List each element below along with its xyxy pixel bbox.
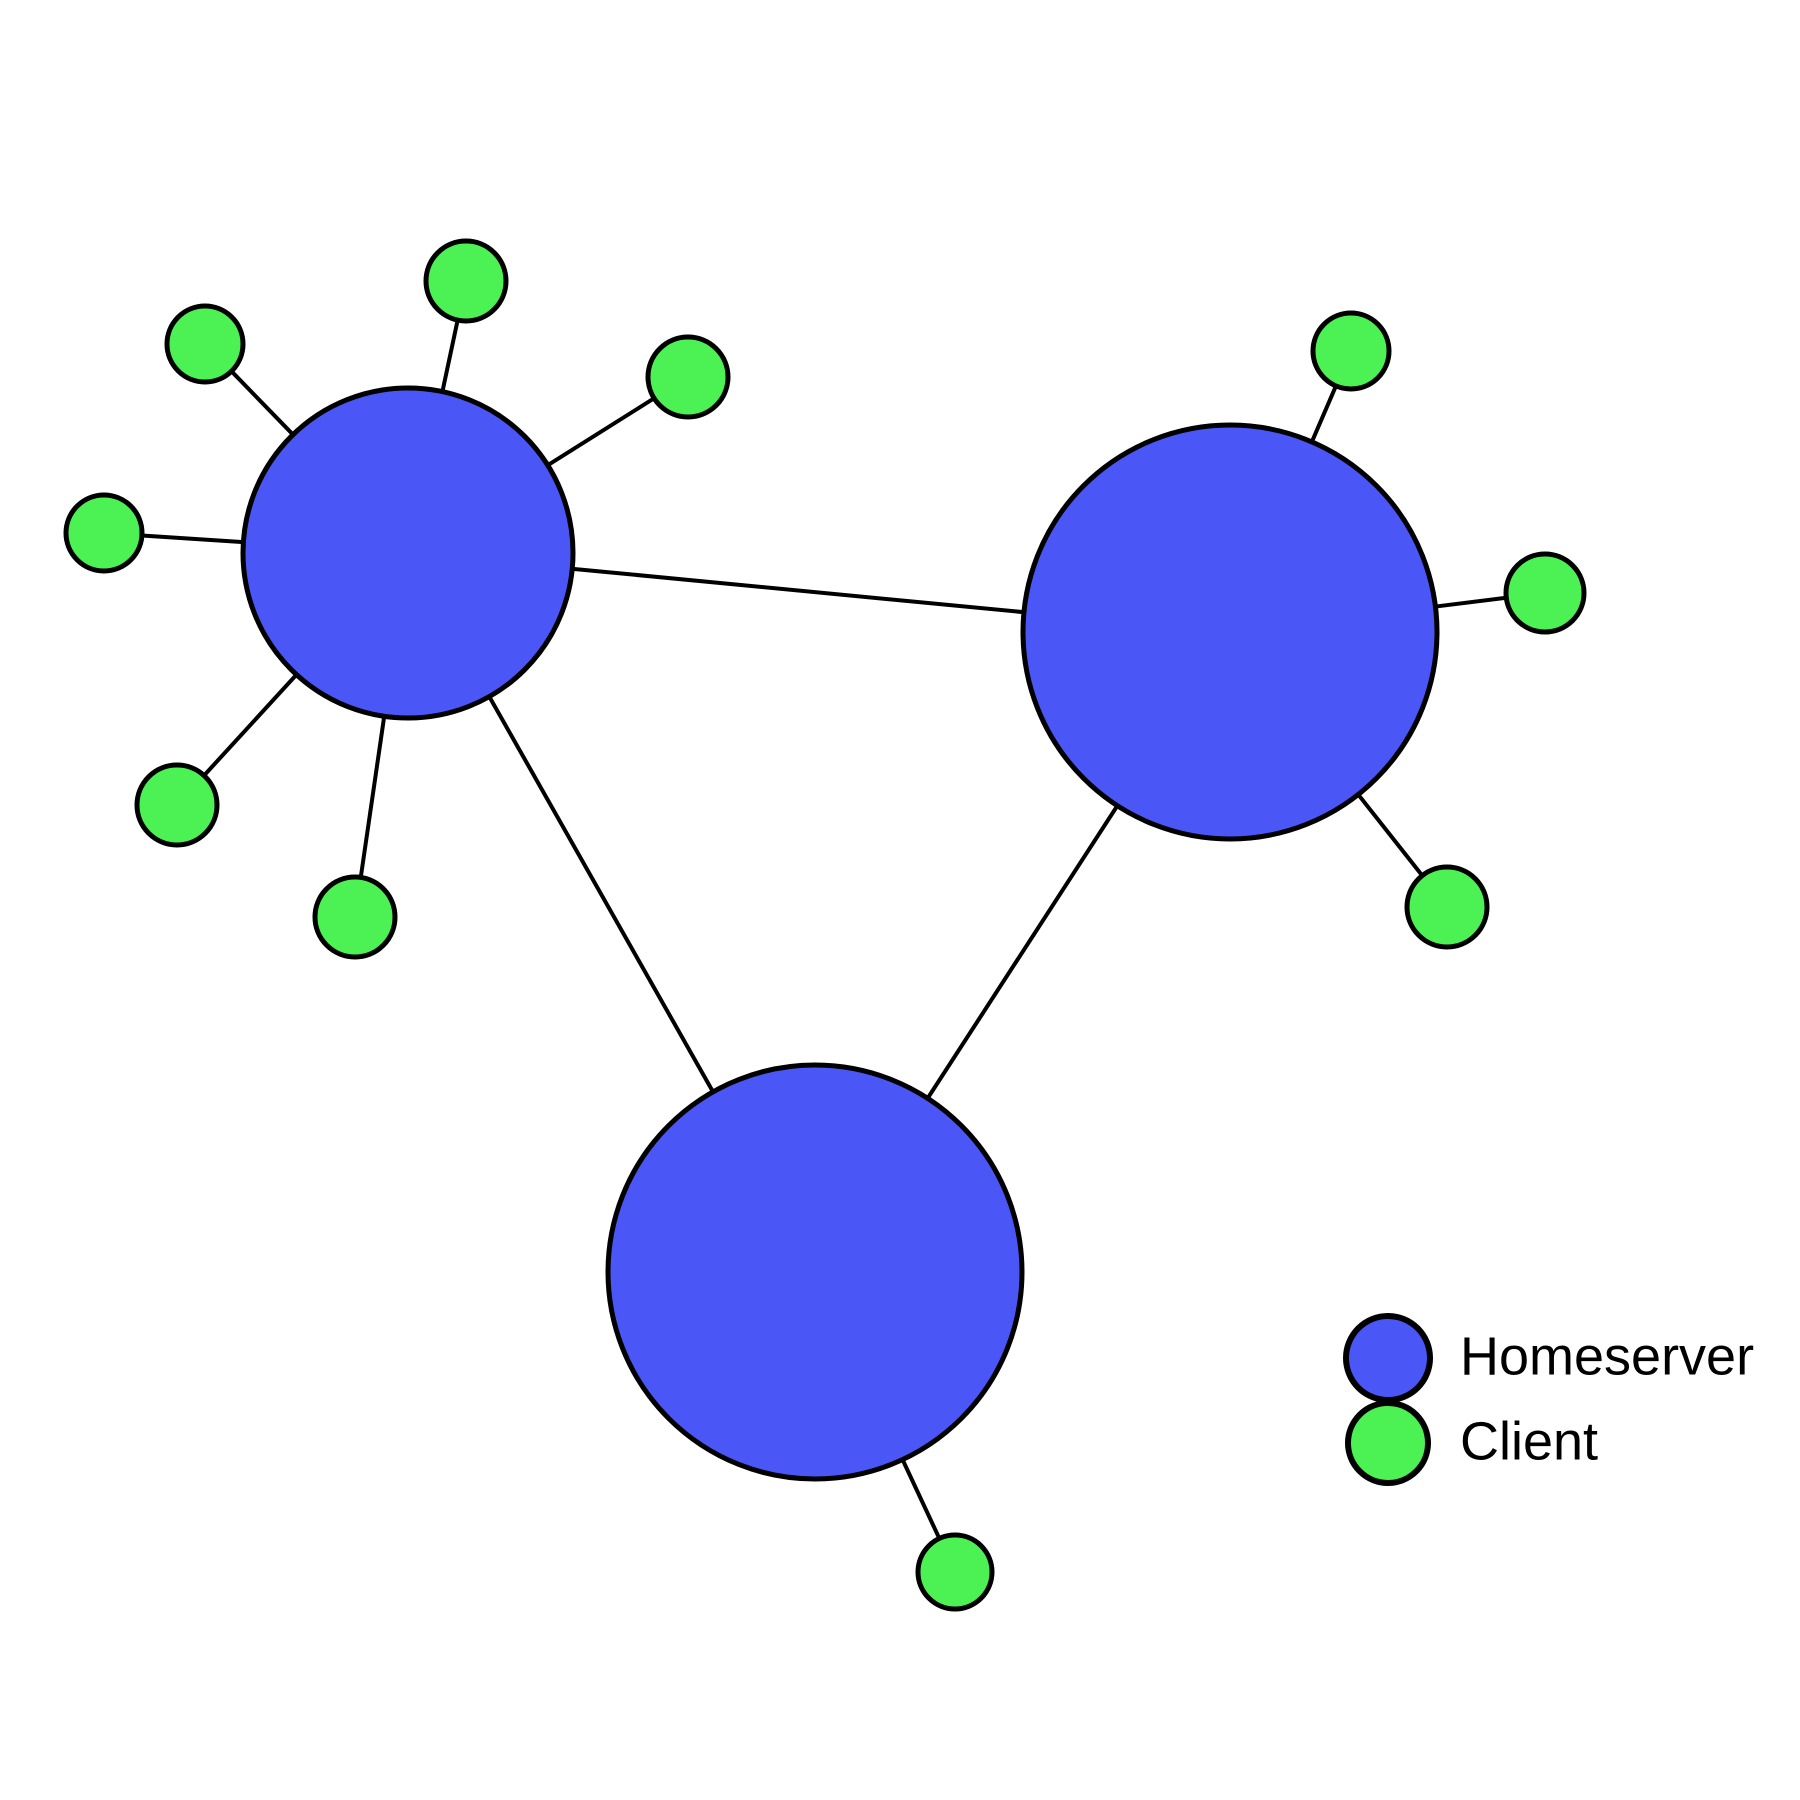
- edge-hs1-c5: [201, 671, 300, 779]
- legend-swatch-client-icon: [1345, 1400, 1431, 1486]
- client-node-c4[interactable]: [63, 492, 145, 574]
- edge-hs1-c6: [358, 714, 387, 880]
- legend-label-client: Client: [1460, 1411, 1598, 1471]
- edge-hs1-hs2: [570, 566, 1027, 615]
- edge-hs1-hs3: [486, 693, 716, 1095]
- edge-hs1-c3: [544, 395, 657, 468]
- client-node-c3[interactable]: [645, 334, 731, 420]
- client-node-c1[interactable]: [423, 238, 509, 324]
- edge-hs2-c7: [1309, 383, 1339, 445]
- legend-item-client: Client: [1345, 1400, 1598, 1486]
- edges-layer: [139, 317, 1509, 1542]
- edge-hs1-c1: [440, 317, 461, 395]
- edge-hs1-c4: [139, 533, 246, 545]
- client-node-c9[interactable]: [1404, 864, 1490, 950]
- client-node-c7[interactable]: [1310, 310, 1392, 392]
- nodes-layer: [63, 238, 1587, 1612]
- client-node-c2[interactable]: [164, 303, 246, 385]
- homeserver-node-hs2[interactable]: [1020, 422, 1440, 842]
- homeserver-node-hs3[interactable]: [605, 1062, 1025, 1482]
- homeserver-node-hs1[interactable]: [240, 385, 576, 721]
- edge-hs1-c2: [228, 368, 296, 438]
- client-node-c10[interactable]: [915, 1532, 995, 1612]
- legend-swatch-homeserver-icon: [1343, 1313, 1433, 1403]
- edge-hs3-c10: [899, 1456, 943, 1542]
- edge-hs2-hs3: [924, 802, 1121, 1102]
- legend-item-homeserver: Homeserver: [1343, 1313, 1754, 1403]
- legend-label-homeserver: Homeserver: [1460, 1326, 1754, 1386]
- edge-hs2-c8: [1433, 595, 1509, 609]
- client-node-c5[interactable]: [134, 762, 220, 848]
- client-node-c6[interactable]: [312, 874, 398, 960]
- edge-hs2-c9: [1355, 791, 1426, 879]
- client-node-c8[interactable]: [1503, 551, 1587, 635]
